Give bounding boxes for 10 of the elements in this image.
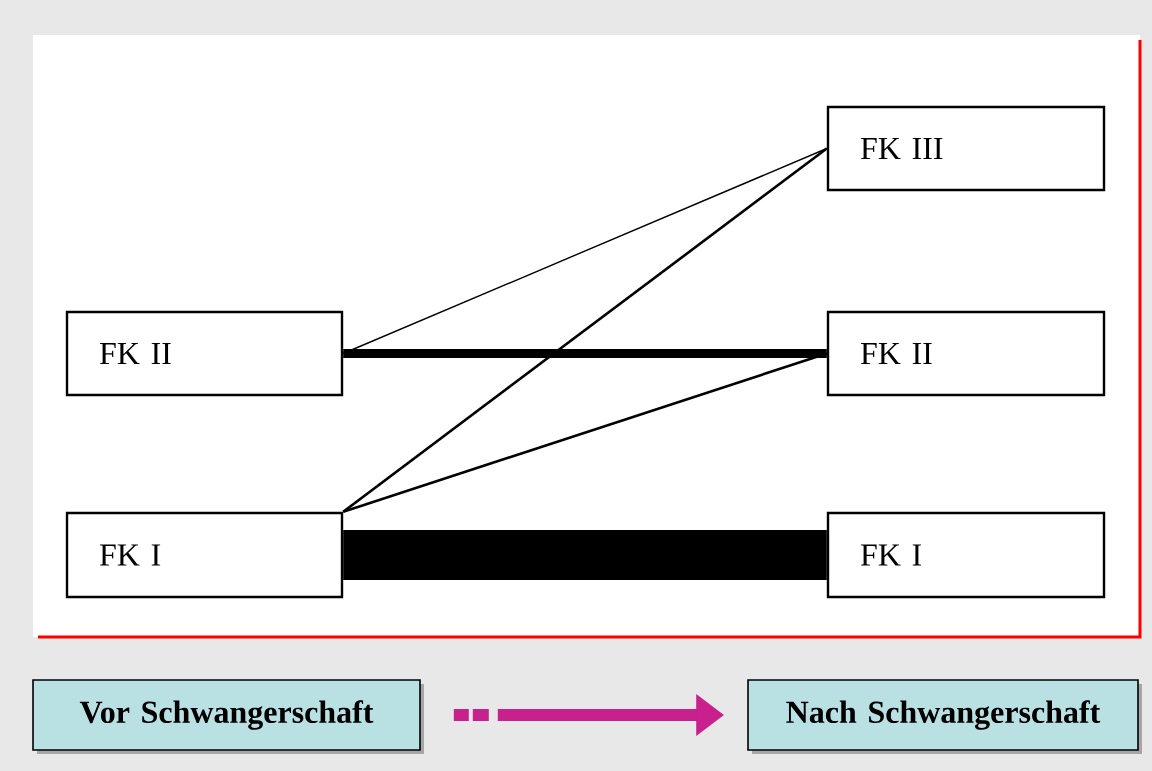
- box: FK II: [826, 310, 1106, 397]
- stage-box: Nach Schwangerschaft: [747, 679, 1142, 754]
- stage-box: Vor Schwangerschaft: [32, 679, 424, 754]
- box: FK I: [826, 511, 1106, 599]
- box: FK III: [826, 105, 1106, 192]
- box: FK II: [65, 310, 344, 397]
- connector-line: [342, 147, 828, 513]
- connector-line: [342, 352, 828, 514]
- box: FK I: [65, 511, 344, 599]
- connector-line: [343, 349, 827, 358]
